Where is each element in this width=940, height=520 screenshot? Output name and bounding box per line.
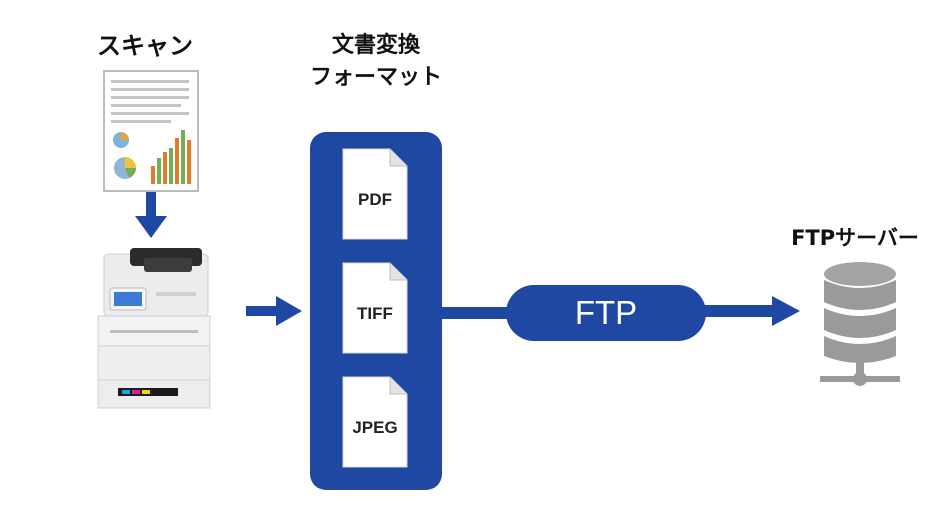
right-arrow-icon — [246, 296, 302, 326]
file-label-jpeg: JPEG — [352, 418, 398, 437]
file-tiff: TIFF — [342, 262, 408, 354]
file-icon — [342, 262, 408, 354]
format-conversion-heading-line2: フォーマット — [309, 65, 442, 90]
file-label-pdf: PDF — [358, 190, 392, 209]
ftp-server-heading: FTPサーバー — [791, 226, 919, 250]
file-pdf: PDF — [342, 148, 408, 240]
scanned-document-icon — [103, 70, 199, 192]
arrow-to-server-icon — [704, 296, 800, 326]
format-panel: PDF TIFF JPEG — [310, 132, 442, 490]
file-icon — [342, 148, 408, 240]
format-conversion-heading: 文書変換 フォーマット — [276, 30, 476, 94]
file-label-tiff: TIFF — [357, 304, 393, 323]
file-icon — [342, 376, 408, 468]
ftp-label: FTP — [506, 285, 706, 341]
format-conversion-heading-line1: 文書変換 — [331, 33, 420, 58]
connector-line — [442, 307, 512, 319]
scan-heading: スキャン — [97, 32, 193, 60]
printer-icon — [97, 248, 211, 409]
server-icon — [820, 262, 900, 386]
down-arrow-icon — [135, 192, 167, 238]
file-jpeg: JPEG — [342, 376, 408, 468]
